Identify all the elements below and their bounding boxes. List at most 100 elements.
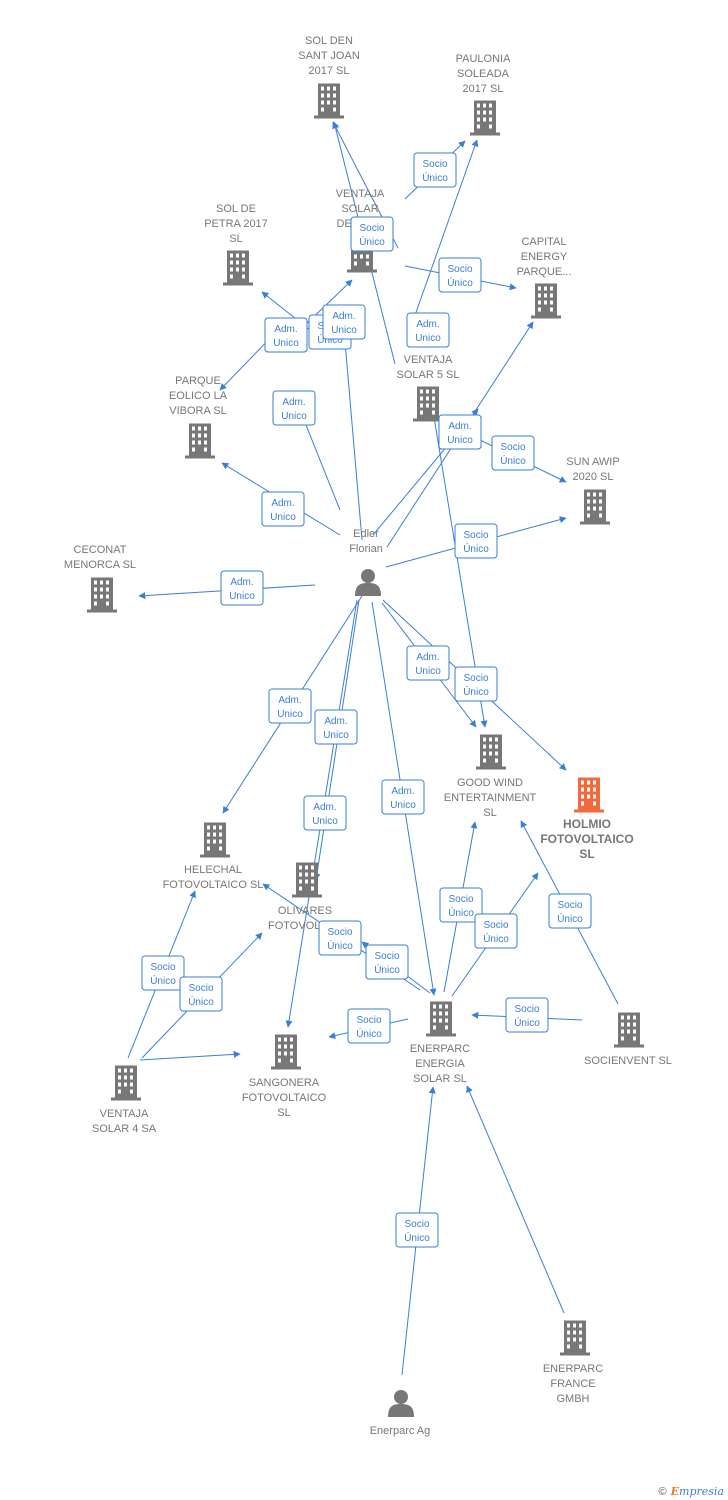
edge-label-e7[interactable]: Adm.Unico — [322, 304, 366, 340]
edge-label-box — [261, 491, 305, 527]
node-label: ENTERTAINMENT — [444, 792, 537, 804]
edge-label-e8[interactable]: Adm.Unico — [264, 317, 308, 353]
node-ventajasolar5[interactable]: VENTAJA SOLAR 5 SL — [397, 354, 460, 422]
node-socienvent[interactable]: SOCIENVENT SL — [584, 1012, 672, 1068]
edge-label-box — [322, 304, 366, 340]
edge-label-box — [365, 944, 409, 980]
edge-label-text: Único — [447, 276, 473, 289]
node-label: GOOD WIND — [457, 777, 523, 789]
edge-label-box — [406, 645, 450, 681]
edge-label-text: Adm. — [230, 577, 253, 588]
edge-label-text: Adm. — [416, 319, 439, 330]
building-icon — [87, 577, 117, 613]
node-enerparcag[interactable]: Enerparc Ag — [370, 1390, 431, 1437]
building-icon — [614, 1012, 644, 1048]
node-label: PARQUE... — [517, 266, 572, 278]
edge-label-e20[interactable]: Adm.Unico — [406, 645, 450, 681]
edge-label-text: Único — [150, 974, 176, 987]
node-label: PETRA 2017 — [204, 218, 268, 230]
edge-label-e15[interactable]: Adm.Unico — [220, 570, 264, 606]
node-label: HELECHAL — [184, 864, 242, 876]
edge-label-box — [179, 976, 223, 1012]
node-label: ENERGIA — [415, 1058, 465, 1070]
edge-label-e19[interactable]: Adm.Unico — [381, 779, 425, 815]
building-icon — [560, 1320, 590, 1356]
person-icon — [355, 569, 381, 596]
edge-label-text: Único — [463, 685, 489, 698]
edge-label-text: Adm. — [271, 498, 294, 509]
edge-label-e9[interactable]: Adm.Unico — [272, 390, 316, 426]
edge-label-text: Único — [404, 1231, 430, 1244]
node-label: VENTAJA — [404, 354, 453, 366]
edge-label-e11[interactable]: Adm.Unico — [261, 491, 305, 527]
edge-label-box — [347, 1008, 391, 1044]
edge-label-text: Unico — [415, 666, 441, 677]
brand-footer[interactable]: ©Empresia — [659, 1485, 724, 1498]
edge-label-e18[interactable]: Adm.Unico — [314, 709, 358, 745]
node-label: OLIVARES — [278, 905, 332, 917]
edge-label-box — [272, 390, 316, 426]
building-icon — [531, 283, 561, 319]
edge-label-text: Adm. — [324, 716, 347, 727]
edge-label-e4[interactable]: Adm.Unico — [406, 312, 450, 348]
edge-label-box — [413, 152, 457, 188]
node-label: 2017 SL — [309, 65, 350, 77]
edge-label-box — [314, 709, 358, 745]
edge-label-text: Socio — [463, 530, 488, 541]
node-label: ENERGY — [521, 251, 568, 263]
node-label: Florian — [349, 543, 383, 555]
node-label: SOLAR 5 SL — [397, 369, 460, 381]
edge-label-e17[interactable]: Adm.Unico — [303, 795, 347, 831]
node-label: SOL DE — [216, 203, 256, 215]
edge-label-box — [303, 795, 347, 831]
node-label: SOCIENVENT SL — [584, 1055, 672, 1067]
edge-label-e13[interactable]: Adm.Unico — [438, 414, 482, 450]
building-icon — [200, 822, 230, 858]
edge-label-box — [548, 893, 592, 929]
building-icon — [185, 423, 215, 459]
edge-label-box — [454, 666, 498, 702]
edge-label-text: Adm. — [313, 802, 336, 813]
node-capitalenergy[interactable]: CAPITAL ENERGY PARQUE... — [517, 236, 572, 319]
edge-label-box — [268, 688, 312, 724]
node-label: CAPITAL — [521, 236, 566, 248]
node-label: SOL DEN — [305, 35, 353, 47]
building-icon — [292, 862, 322, 898]
edge-label-text: Socio — [447, 264, 472, 275]
edge-label-text: Unico — [331, 325, 357, 336]
edge-label-e16[interactable]: Adm.Unico — [268, 688, 312, 724]
node-label: SOLAR SL — [413, 1073, 467, 1085]
node-label: SL — [579, 847, 594, 861]
